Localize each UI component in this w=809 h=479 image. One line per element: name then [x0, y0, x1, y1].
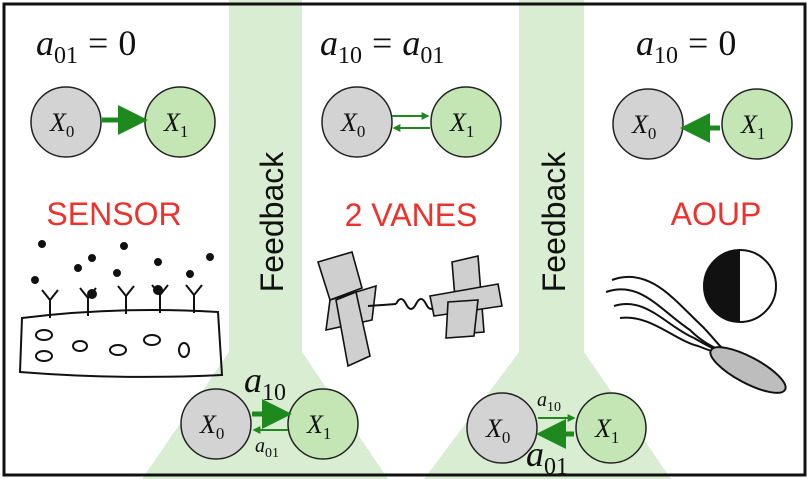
svg-text:X1: X1 [449, 108, 474, 141]
coupling-a01: a01 [526, 434, 568, 479]
feedback-network-1: X0 X1 a10 a01 [180, 360, 359, 461]
svg-text:X1: X1 [740, 110, 765, 143]
feedback-band-left [142, 0, 388, 479]
svg-text:X1: X1 [306, 410, 331, 443]
node-x0 [180, 388, 252, 460]
feedback-band-right [424, 0, 671, 479]
node-x0 [30, 86, 102, 158]
label-2-vanes: 2 VANES [345, 197, 478, 233]
equation-panel-1: a01=0 [36, 23, 136, 69]
coupling-a01: a01 [255, 435, 279, 461]
panel-vanes: a10=a01 X0 X1 2 VANES [316, 23, 503, 368]
svg-text:X0: X0 [485, 414, 510, 447]
active-particle-icon [605, 218, 808, 394]
label-sensor: SENSOR [46, 196, 181, 232]
equation-panel-3: a10=0 [636, 23, 736, 69]
feedback-network-2: X0 X1 a10 a01 [466, 389, 647, 479]
equation-panel-2: a10=a01 [320, 23, 444, 69]
svg-text:X0: X0 [340, 108, 365, 141]
node-x1 [721, 88, 793, 160]
receptor-cell-icon [18, 240, 224, 378]
svg-text:X0: X0 [199, 410, 224, 443]
svg-text:X1: X1 [594, 414, 619, 447]
node-x1 [430, 86, 502, 158]
coupling-a10: a10 [537, 389, 561, 415]
svg-text:X0: X0 [49, 108, 74, 141]
feedback-label-2: Feedback [536, 151, 572, 293]
node-x0 [321, 86, 393, 158]
coupling-a10: a10 [244, 360, 286, 406]
feedback-label-1: Feedback [254, 151, 290, 293]
vanes-spring-icon [316, 251, 503, 368]
svg-text:X1: X1 [163, 108, 188, 141]
panel-aoup: a10=0 X0 X1 AOUP [605, 23, 808, 394]
panel-sensor: a01=0 X0 X1 SENSOR [18, 23, 224, 378]
node-x1 [575, 392, 647, 464]
svg-text:X0: X0 [631, 110, 656, 143]
